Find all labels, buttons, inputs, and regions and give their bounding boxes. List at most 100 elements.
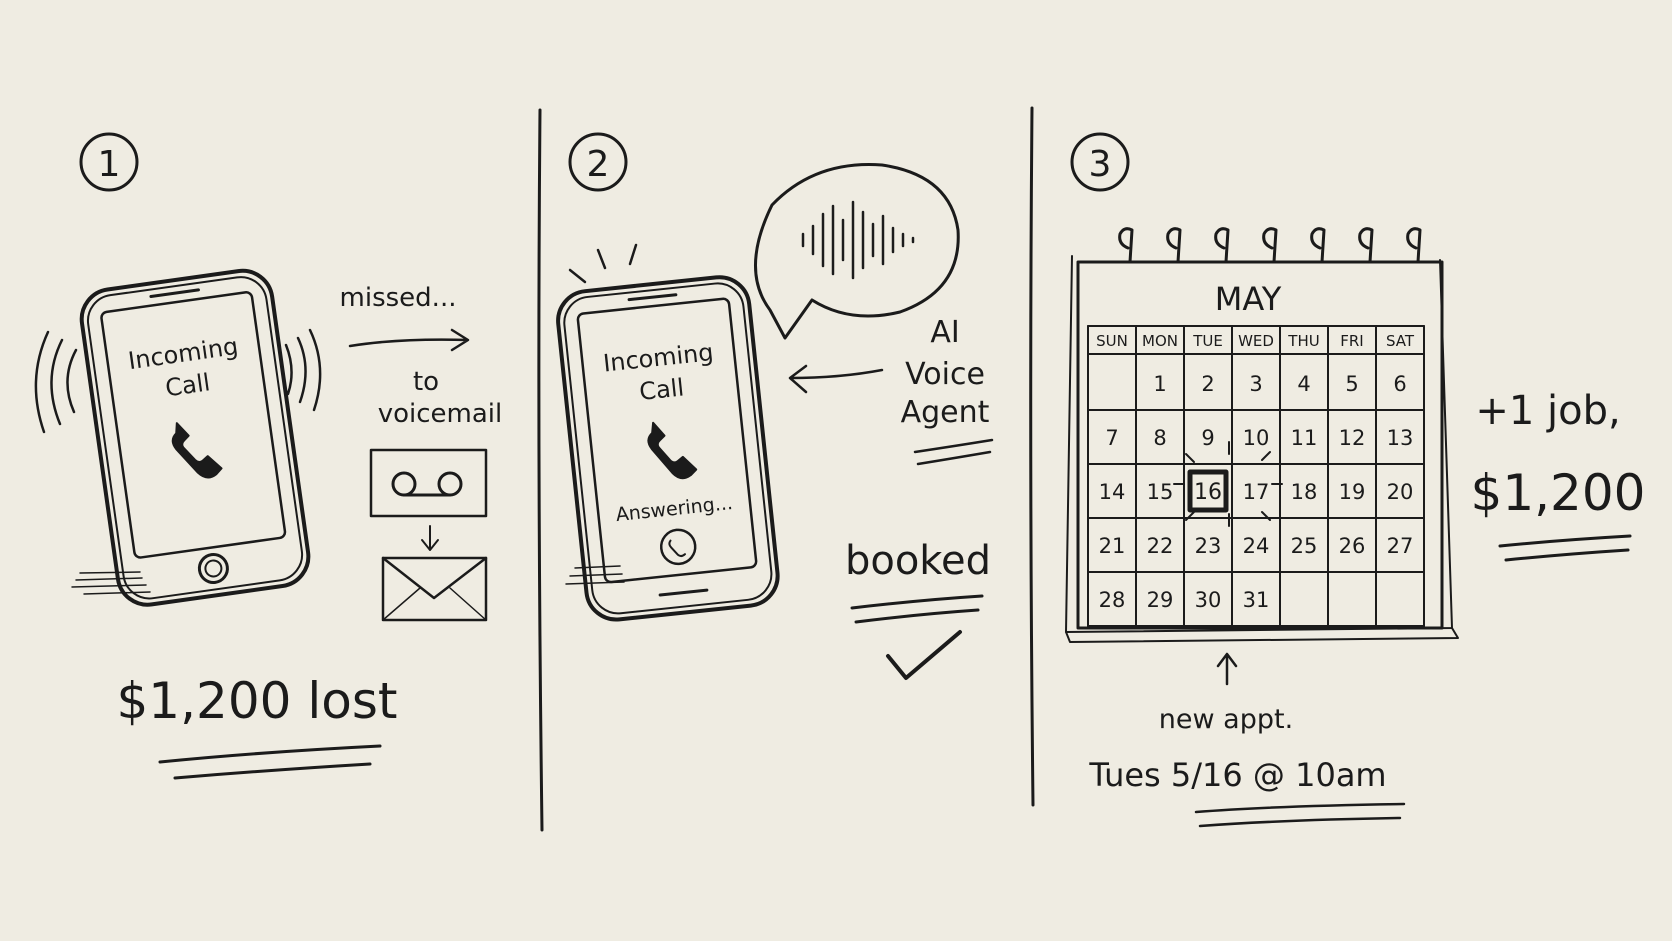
weekday-header: WED bbox=[1238, 332, 1274, 350]
phone-2-label-line1: Incoming bbox=[602, 338, 715, 377]
calendar-day: 19 bbox=[1339, 480, 1366, 504]
calendar-day: 14 bbox=[1099, 480, 1126, 504]
vibration-marks-left bbox=[34, 330, 78, 434]
agent-label-line2: Voice bbox=[905, 357, 985, 392]
answering-label: Answering... bbox=[615, 492, 734, 526]
agent-label-line3: Agent bbox=[901, 395, 990, 430]
calendar-day: 26 bbox=[1339, 534, 1366, 558]
calendar-day: 28 bbox=[1099, 588, 1126, 612]
phone-2-label-line2: Call bbox=[638, 373, 685, 406]
phone-handset-icon bbox=[171, 422, 223, 479]
weekday-header: SUN bbox=[1096, 332, 1128, 350]
booked-label: booked bbox=[845, 538, 991, 584]
calendar-day: 15 bbox=[1147, 480, 1174, 504]
calendar-day: 11 bbox=[1291, 426, 1318, 450]
ring-marks bbox=[568, 243, 638, 284]
calendar-day: 23 bbox=[1195, 534, 1222, 558]
calendar-day: 3 bbox=[1249, 372, 1262, 396]
weekday-header: FRI bbox=[1340, 332, 1363, 350]
answer-button-icon bbox=[668, 539, 687, 558]
voice-waveform-icon bbox=[801, 200, 915, 280]
calendar-day: 27 bbox=[1387, 534, 1414, 558]
calendar-day: 20 bbox=[1387, 480, 1414, 504]
phone-1-label-line1: Incoming bbox=[126, 332, 239, 375]
phone-2-shadow bbox=[565, 565, 625, 585]
calendar-day: 4 bbox=[1297, 372, 1310, 396]
highlighted-day-box bbox=[1187, 469, 1229, 513]
calendar-day: 31 bbox=[1243, 588, 1270, 612]
calendar-day: 22 bbox=[1147, 534, 1174, 558]
calendar-day: 17 bbox=[1243, 480, 1270, 504]
calendar-day: 5 bbox=[1345, 372, 1358, 396]
envelope-icon bbox=[381, 556, 488, 622]
missed-arrow bbox=[348, 328, 470, 352]
job-label-line2: $1,200 bbox=[1471, 464, 1646, 522]
vibration-marks-right bbox=[284, 328, 322, 412]
appt-label-line2: Tues 5/16 @ 10am bbox=[1088, 756, 1386, 794]
appt-arrow bbox=[1216, 652, 1238, 686]
job-label-line1: +1 job, bbox=[1475, 388, 1620, 434]
step-number-3: 3 bbox=[1089, 144, 1112, 185]
agent-arrow bbox=[788, 364, 884, 394]
calendar-day: 8 bbox=[1153, 426, 1166, 450]
missed-label: missed... bbox=[340, 283, 457, 313]
panel-1: 1 Incoming Call missed... bbox=[34, 132, 503, 780]
highlight-burst bbox=[1173, 441, 1283, 527]
weekday-header: SAT bbox=[1386, 332, 1415, 350]
panel-2: 2 Incoming Call Answering... bbox=[556, 132, 994, 680]
calendar-day: 24 bbox=[1243, 534, 1270, 558]
to-label: to bbox=[413, 367, 439, 397]
job-underline bbox=[1498, 534, 1632, 562]
lost-underline-2 bbox=[173, 762, 372, 780]
appt-underline bbox=[1194, 802, 1406, 828]
calendar-day: 30 bbox=[1195, 588, 1222, 612]
calendar-month: MAY bbox=[1215, 280, 1282, 318]
appt-label-line1: new appt. bbox=[1159, 704, 1293, 735]
speech-bubble bbox=[754, 163, 960, 340]
down-arrow bbox=[421, 525, 439, 551]
phone-2-handset-icon bbox=[647, 421, 698, 480]
calendar-grid bbox=[1087, 325, 1425, 627]
calendar-day: 18 bbox=[1291, 480, 1318, 504]
calendar-day: 21 bbox=[1099, 534, 1126, 558]
calendar-spiral bbox=[1118, 227, 1422, 264]
panel-divider-1 bbox=[537, 108, 544, 832]
step-number-2: 2 bbox=[587, 144, 610, 185]
lost-amount: $1,200 lost bbox=[117, 672, 398, 730]
phone-answering: Incoming Call Answering... bbox=[556, 275, 780, 622]
highlighted-day: 16 bbox=[1194, 480, 1222, 505]
voicemail-icon bbox=[369, 448, 488, 518]
calendar-day: 10 bbox=[1243, 426, 1270, 450]
weekday-header: MON bbox=[1142, 332, 1178, 350]
phone-1-label-line2: Call bbox=[164, 368, 212, 402]
calendar-day: 12 bbox=[1339, 426, 1366, 450]
calendar-day: 6 bbox=[1393, 372, 1406, 396]
calendar-day: 29 bbox=[1147, 588, 1174, 612]
panel-divider-2 bbox=[1029, 106, 1035, 807]
calendar-day: 13 bbox=[1387, 426, 1414, 450]
phone-shadow bbox=[71, 571, 151, 595]
step-number-1: 1 bbox=[98, 144, 121, 185]
step-number-circle-3 bbox=[1070, 132, 1130, 192]
booked-underline bbox=[850, 594, 984, 624]
calendar-day: 1 bbox=[1153, 372, 1166, 396]
step-number-circle-1 bbox=[79, 132, 139, 192]
weekday-header: THU bbox=[1287, 332, 1319, 350]
voicemail-label: voicemail bbox=[378, 399, 503, 429]
calendar-day: 7 bbox=[1105, 426, 1118, 450]
calendar-day: 25 bbox=[1291, 534, 1318, 558]
lost-underline bbox=[158, 744, 382, 764]
answer-button bbox=[659, 528, 697, 566]
step-number-circle-2 bbox=[568, 132, 628, 192]
calendar-day: 2 bbox=[1201, 372, 1214, 396]
phone-ringing: Incoming Call bbox=[79, 268, 311, 607]
checkmark-icon bbox=[886, 630, 962, 680]
agent-label-line1: AI bbox=[930, 315, 959, 350]
calendar-day: 9 bbox=[1201, 426, 1214, 450]
weekday-header: TUE bbox=[1192, 332, 1223, 350]
